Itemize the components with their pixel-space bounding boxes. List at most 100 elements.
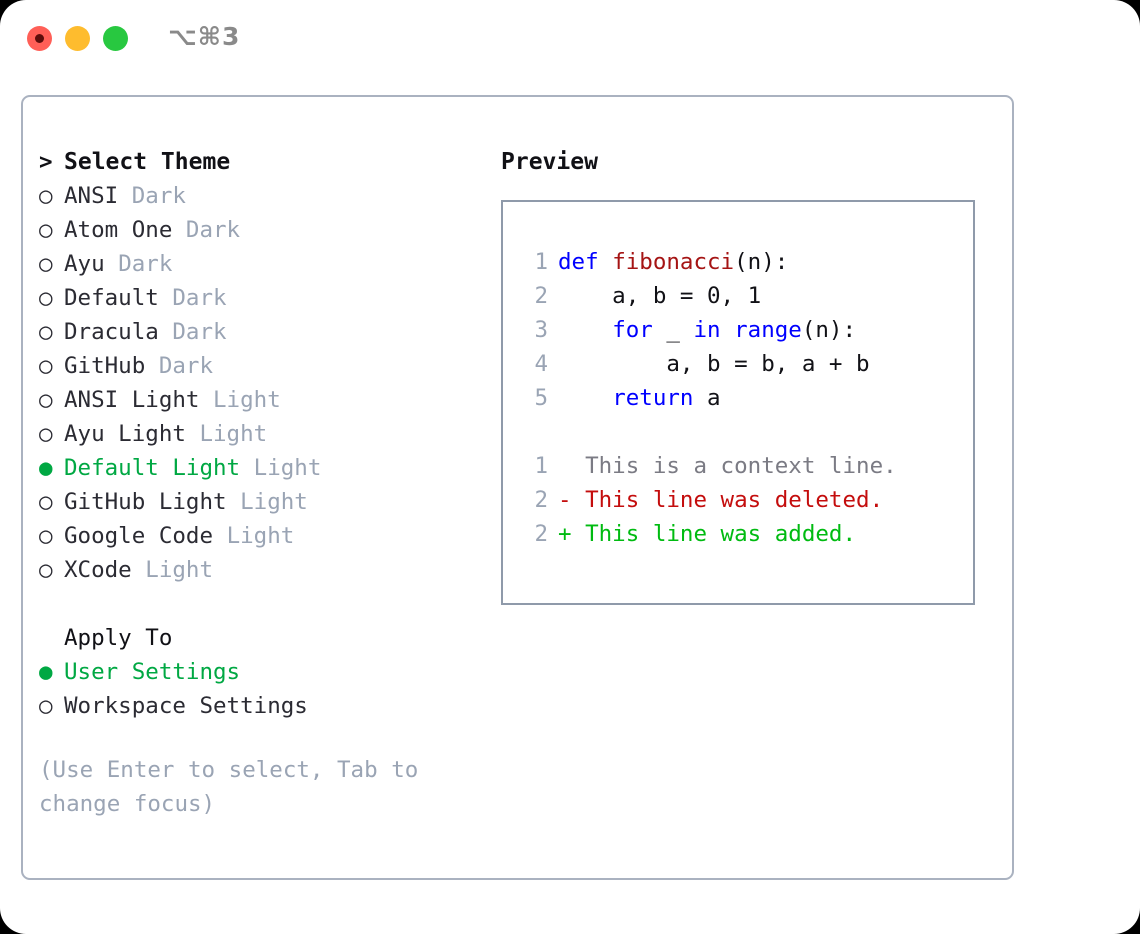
radio-unselected-icon: ○	[39, 523, 53, 549]
code-token: a	[693, 385, 721, 411]
apply-to-list: ● User Settings ○ Workspace Settings	[39, 655, 479, 723]
radio-unselected-icon: ○	[39, 387, 53, 413]
radio-unselected-icon: ○	[39, 353, 53, 379]
theme-name: Ayu	[64, 251, 105, 277]
theme-name: ANSI Light	[64, 387, 200, 413]
code-token: for	[612, 317, 653, 343]
spacer	[145, 349, 159, 383]
code-token: (n):	[801, 317, 857, 343]
spacer	[132, 553, 146, 587]
theme-selector-panel: >Select Theme ○ANSI Dark○Atom One Dark○A…	[21, 95, 1014, 880]
theme-name: Dracula	[64, 319, 159, 345]
code-blank-line	[522, 415, 897, 449]
spacer	[105, 247, 119, 281]
code-line: 5 return a	[522, 381, 897, 415]
apply-to-label: User Settings	[64, 659, 241, 685]
line-number: 2	[534, 487, 548, 513]
theme-name: XCode	[64, 557, 132, 583]
code-token: in range	[693, 317, 802, 343]
line-number: 5	[534, 385, 548, 411]
title-bar: ⌥⌘3	[0, 0, 1140, 78]
panel-columns: >Select Theme ○ANSI Dark○Atom One Dark○A…	[23, 97, 1012, 878]
theme-name: Ayu Light	[64, 421, 186, 447]
radio-unselected-icon: ○	[39, 251, 53, 277]
line-number: 4	[534, 351, 548, 377]
theme-list-item[interactable]: ○ Atom One Dark	[39, 213, 479, 247]
code-token: return	[612, 385, 694, 411]
line-number: 2	[534, 283, 548, 309]
theme-mode-tag: Dark	[185, 217, 241, 243]
minimize-window-button[interactable]	[65, 26, 90, 51]
radio-unselected-icon: ○	[39, 557, 53, 583]
line-number: 3	[534, 317, 548, 343]
radio-unselected-icon: ○	[39, 183, 53, 209]
code-token: a, b = 0, 1	[558, 283, 762, 309]
theme-list-item[interactable]: ○ ANSI Light Light	[39, 383, 479, 417]
diff-text: This is a context line.	[585, 453, 897, 479]
theme-name: Google Code	[64, 523, 214, 549]
apply-to-label: Workspace Settings	[64, 693, 308, 719]
radio-unselected-icon: ○	[39, 421, 53, 447]
theme-list-item[interactable]: ○ Ayu Light Light	[39, 417, 479, 451]
code-token: fibonacci	[612, 249, 735, 275]
radio-selected-icon: ●	[39, 659, 53, 685]
apply-to-header: Apply To	[64, 625, 173, 651]
spacer	[213, 519, 227, 553]
diff-marker: +	[558, 521, 586, 547]
spacer	[172, 213, 186, 247]
close-window-button[interactable]	[27, 26, 52, 51]
theme-name: GitHub	[64, 353, 146, 379]
spacer	[159, 315, 173, 349]
code-line: 1 def fibonacci(n):	[522, 245, 897, 279]
diff-text: This line was added.	[585, 521, 857, 547]
theme-name: Atom One	[64, 217, 173, 243]
theme-list-column: >Select Theme ○ANSI Dark○Atom One Dark○A…	[39, 145, 479, 821]
window-controls	[27, 26, 128, 51]
theme-list-item[interactable]: ○GitHub Dark	[39, 349, 479, 383]
theme-mode-tag: Light	[199, 421, 268, 447]
radio-unselected-icon: ○	[39, 489, 53, 515]
theme-mode-tag: Light	[145, 557, 214, 583]
theme-mode-tag: Light	[213, 387, 281, 413]
diff-line: 2- This line was deleted.	[522, 483, 897, 517]
theme-name: Default	[64, 285, 159, 311]
theme-mode-tag: Light	[226, 523, 295, 549]
theme-list-item[interactable]: ○ XCode Light	[39, 553, 479, 587]
preview-title: Preview	[501, 149, 598, 175]
diff-line: 2+ This line was added.	[522, 517, 897, 551]
code-token: (n):	[734, 249, 789, 275]
spacer	[227, 485, 241, 519]
diff-marker	[558, 453, 585, 479]
theme-list-item[interactable]: ○GitHub Light Light	[39, 485, 479, 519]
theme-mode-tag: Dark	[131, 183, 186, 209]
spacer	[240, 451, 254, 485]
code-line: 3 for _ in range(n):	[522, 313, 897, 347]
spacer	[199, 383, 213, 417]
apply-to-item[interactable]: ● User Settings	[39, 655, 479, 689]
theme-name: ANSI	[64, 183, 119, 209]
select-theme-header-label: Select Theme	[64, 149, 231, 175]
code-token	[558, 385, 612, 411]
theme-list-item[interactable]: ○Ayu Dark	[39, 247, 479, 281]
theme-list-item[interactable]: ○Dracula Dark	[39, 315, 479, 349]
radio-selected-icon: ●	[39, 455, 53, 481]
theme-list: ○ANSI Dark○Atom One Dark○Ayu Dark○Defaul…	[39, 179, 479, 587]
code-token: _	[652, 317, 694, 343]
theme-list-item[interactable]: ○ Google Code Light	[39, 519, 479, 553]
theme-list-item[interactable]: ○ ANSI Dark	[39, 179, 479, 213]
spacer	[118, 179, 132, 213]
line-number: 1	[534, 453, 548, 479]
maximize-window-button[interactable]	[103, 26, 128, 51]
window-title: ⌥⌘3	[168, 22, 241, 51]
line-number: 1	[534, 249, 548, 275]
apply-to-item[interactable]: ○ Workspace Settings	[39, 689, 479, 723]
radio-unselected-icon: ○	[39, 693, 53, 719]
theme-list-item[interactable]: ●Default Light Light	[39, 451, 479, 485]
theme-list-item[interactable]: ○Default Dark	[39, 281, 479, 315]
code-token: def	[558, 249, 613, 275]
list-spacer	[39, 587, 479, 621]
radio-unselected-icon: ○	[39, 217, 53, 243]
